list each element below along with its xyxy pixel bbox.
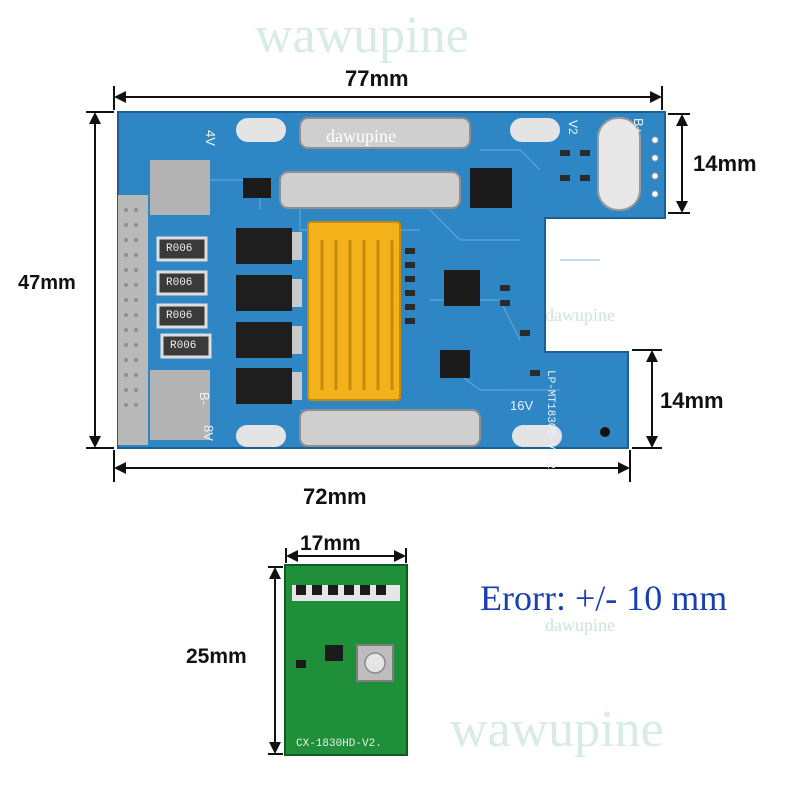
dim-top-width: 77mm [345, 66, 409, 91]
watermark-top: wawupine [255, 7, 469, 64]
mosfet-3 [236, 322, 302, 358]
left-pad-strip [118, 195, 148, 445]
top-clip-1 [299, 117, 471, 149]
silk-voltage-label: 16V [510, 398, 534, 413]
silk-model-label: LP-MT1830B-V3.2 [544, 370, 556, 470]
top-clip-2 [279, 171, 461, 209]
small-board-model-label: CX-1830HD-V2. [296, 738, 382, 750]
silk-bplus-label: B+ [631, 118, 646, 135]
ic-chip-lower [440, 350, 470, 378]
silk-8v-label: 8V [201, 425, 216, 441]
resistor-4 [160, 333, 212, 359]
mount-slot-top-right [510, 118, 560, 142]
silk-bminus-label: B- [197, 392, 212, 405]
dim-small-height: 25mm [186, 645, 247, 668]
small-chip [243, 178, 271, 198]
bottom-left-pad [150, 370, 210, 440]
small-board-button-cap [364, 652, 386, 674]
resistor-label-2: R006 [166, 277, 193, 289]
top-left-pad [150, 160, 210, 215]
mosfet-4 [236, 368, 302, 404]
resistor-label-3: R006 [166, 310, 193, 322]
watermark-bottom: wawupine [450, 701, 664, 758]
smd-components [405, 150, 590, 376]
mount-slot-bottom-right [512, 425, 562, 447]
ic-chip-top [470, 168, 512, 208]
dim-left-height: 47mm [18, 272, 76, 294]
resistor-3 [156, 303, 208, 329]
resistor-1 [156, 236, 208, 262]
error-note: Erorr: +/- 10 mm [480, 578, 728, 618]
dim-bottom-width: 72mm [303, 484, 367, 509]
small-board-components [296, 585, 386, 668]
ic-chip-main [444, 270, 480, 306]
bottom-clip [299, 409, 481, 447]
mount-slot-top-left [236, 118, 286, 142]
resistor-label-1: R006 [166, 243, 193, 255]
watermark-lower-right: dawupine [545, 615, 615, 635]
board-watermark: dawupine [326, 126, 396, 146]
left-pad-holes [124, 208, 138, 407]
sensor-dot [600, 427, 610, 437]
resistor-2 [156, 270, 208, 296]
mosfet-2 [236, 275, 302, 311]
silk-v2-label: V2 [566, 120, 580, 135]
dimension-lines [86, 86, 690, 482]
dim-right-bottom-height: 14mm [660, 388, 724, 413]
connector-slots [320, 240, 394, 390]
small-dimension-lines [268, 548, 407, 755]
resistor-label-4: R006 [170, 340, 197, 352]
watermark-mid-right: dawupine [545, 305, 615, 325]
silk-4v-label: 4V [203, 130, 218, 146]
mount-slot-bottom-left [236, 425, 286, 447]
mosfet-1 [236, 228, 302, 264]
right-pad-holes [651, 136, 659, 198]
dim-right-top-height: 14mm [693, 151, 757, 176]
dim-small-width: 17mm [300, 532, 361, 555]
right-pad [597, 117, 641, 211]
